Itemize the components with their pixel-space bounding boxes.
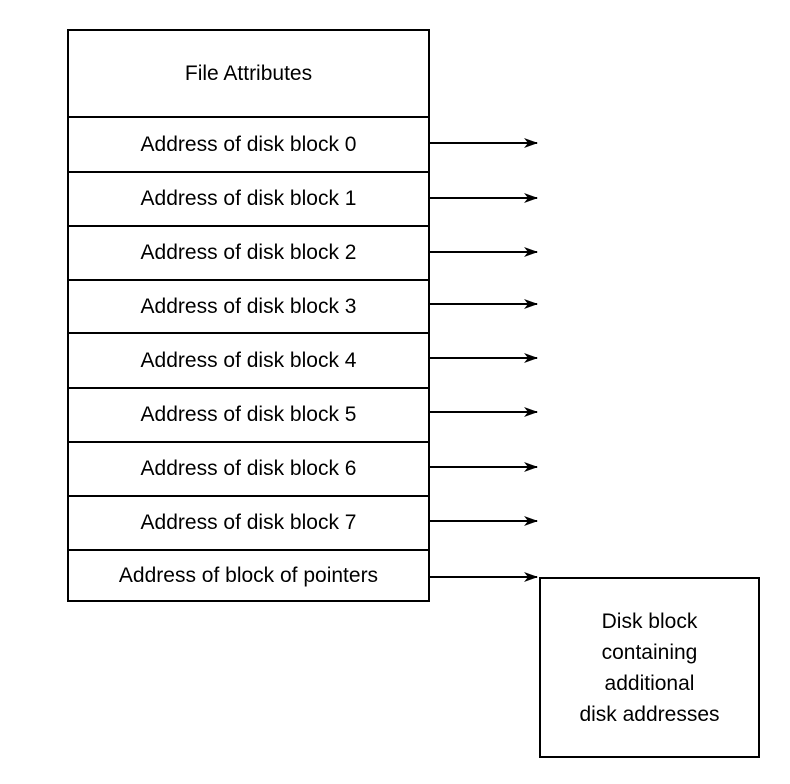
row-divider — [69, 495, 428, 497]
file-attributes-cell: File Attributes — [69, 31, 428, 116]
indirect-block-line: Disk block — [601, 609, 698, 633]
pointer-block-row: Address of block of pointers — [69, 551, 428, 600]
row-divider — [69, 225, 428, 227]
inode-table: File Attributes Address of disk block 0 … — [67, 29, 430, 602]
address-row-block-1: Address of disk block 1 — [69, 173, 428, 225]
address-label-block-0: Address of disk block 0 — [140, 132, 357, 156]
file-attributes-label: File Attributes — [184, 61, 313, 85]
address-row-block-6: Address of disk block 6 — [69, 443, 428, 495]
address-row-block-0: Address of disk block 0 — [69, 118, 428, 171]
address-row-block-5: Address of disk block 5 — [69, 389, 428, 441]
row-divider — [69, 116, 428, 118]
address-row-block-7: Address of disk block 7 — [69, 497, 428, 549]
indirect-disk-block-text: Disk block containing additional disk ad… — [579, 606, 719, 730]
address-row-block-2: Address of disk block 2 — [69, 227, 428, 279]
address-label-block-4: Address of disk block 4 — [140, 348, 357, 372]
address-label-block-6: Address of disk block 6 — [140, 457, 357, 480]
row-divider — [69, 332, 428, 334]
indirect-block-line: containing — [601, 640, 698, 664]
row-divider — [69, 279, 428, 281]
row-divider — [69, 441, 428, 443]
pointer-block-label: Address of block of pointers — [118, 563, 379, 587]
row-divider — [69, 387, 428, 389]
indirect-block-line: additional — [604, 671, 695, 695]
address-label-block-1: Address of disk block 1 — [140, 187, 357, 210]
address-row-block-3: Address of disk block 3 — [69, 281, 428, 332]
row-divider — [69, 549, 428, 551]
row-divider — [69, 171, 428, 173]
address-label-block-5: Address of disk block 5 — [140, 403, 357, 426]
address-label-block-3: Address of disk block 3 — [140, 294, 357, 318]
address-label-block-7: Address of disk block 7 — [140, 511, 357, 534]
indirect-disk-block: Disk block containing additional disk ad… — [539, 577, 760, 758]
indirect-block-line: disk addresses — [579, 702, 720, 726]
address-label-block-2: Address of disk block 2 — [140, 241, 357, 264]
address-row-block-4: Address of disk block 4 — [69, 334, 428, 387]
